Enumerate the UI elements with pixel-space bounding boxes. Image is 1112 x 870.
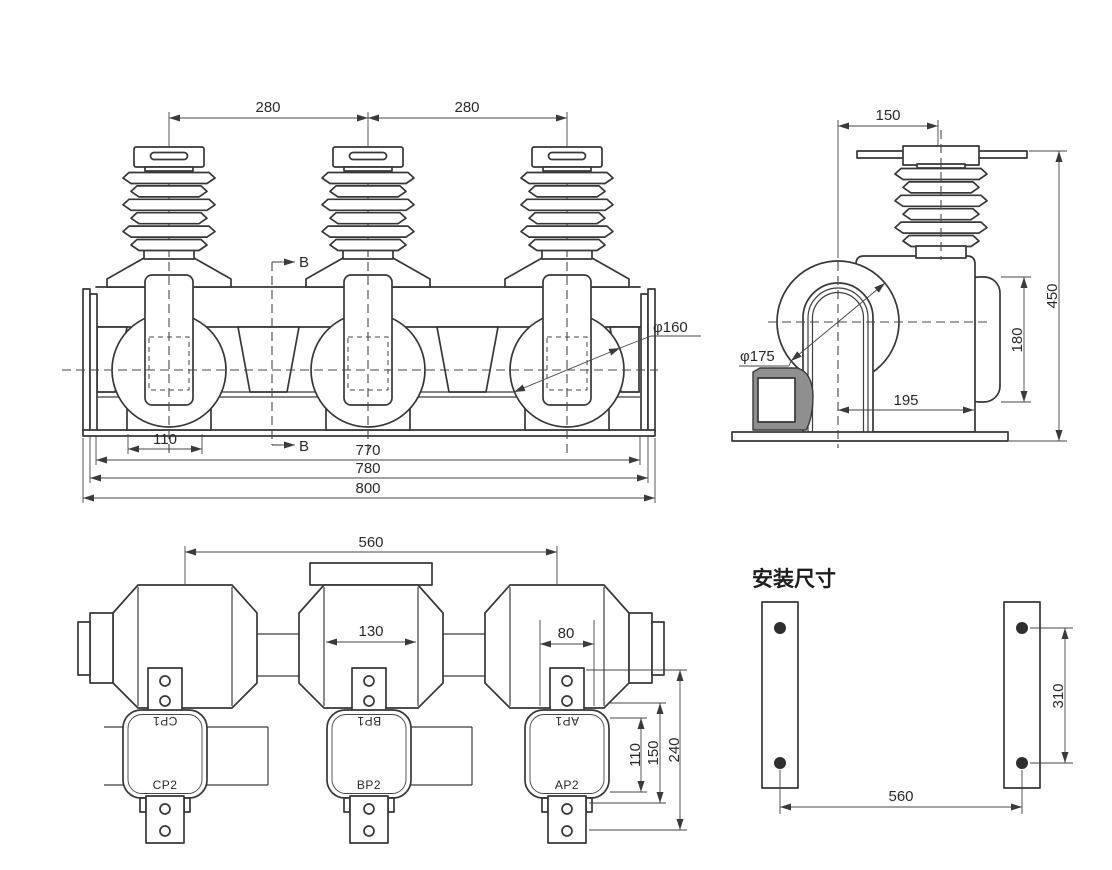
dimension-240-vertical: 240 <box>586 669 687 831</box>
dim-text: 180 <box>1009 327 1026 352</box>
dim-text: 280 <box>255 99 280 116</box>
dimension-310: 310 <box>1030 627 1073 764</box>
terminal-label: CP2 <box>153 778 178 792</box>
side-view: 150 450 180 195 φ175 <box>731 107 1067 448</box>
dim-text: 130 <box>358 623 383 640</box>
support-web <box>237 326 300 393</box>
diameter-callout-175: φ175 <box>739 282 886 367</box>
right-end-cap <box>640 293 649 433</box>
plan-unit-c <box>112 584 258 709</box>
dimension-560-span: 560 <box>184 534 558 584</box>
plan-view: CP1 CP2 BP1 BP2 AP1 AP2 560 130 80 110 <box>77 534 687 844</box>
dim-text: 150 <box>875 107 900 124</box>
install-view: 安装尺寸 310 560 <box>752 567 1073 814</box>
dimension-800: 800 <box>82 438 656 503</box>
dim-text: 150 <box>645 740 662 765</box>
diameter-callout-160: φ160 <box>513 319 701 393</box>
left-end-cap <box>82 288 91 433</box>
middle-flange <box>309 562 433 586</box>
bushing-cap <box>531 146 603 172</box>
left-end-cap <box>89 293 98 433</box>
terminal-label: AP2 <box>555 778 579 792</box>
dim-text: 800 <box>355 480 380 497</box>
dimension-560-install: 560 <box>779 770 1023 814</box>
right-end-ring <box>628 612 653 684</box>
side-base-plate <box>731 431 1009 442</box>
dim-text: 195 <box>893 392 918 409</box>
left-end-ring-outer <box>77 621 91 676</box>
terminal-bracket-window <box>757 377 796 423</box>
terminal-label: BP2 <box>357 778 381 792</box>
dimension-110-vertical: 110 <box>610 717 647 793</box>
section-line-bb: B B <box>271 254 309 455</box>
dim-text: 280 <box>454 99 479 116</box>
section-label-top: B <box>299 254 309 271</box>
dim-text: 450 <box>1044 283 1061 308</box>
dim-text: φ160 <box>653 319 688 336</box>
dimension-280-right: 280 <box>368 99 567 122</box>
dimension-80: 80 <box>539 620 595 706</box>
install-title: 安装尺寸 <box>752 567 836 591</box>
dimension-195: 195 <box>838 392 974 414</box>
terminal-label: AP1 <box>555 714 579 728</box>
dimension-110: 110 <box>127 431 203 454</box>
right-end-cap <box>647 288 656 433</box>
dim-text: 110 <box>153 431 177 448</box>
dim-text: 770 <box>355 442 380 459</box>
right-end-ring-outer <box>651 621 665 676</box>
dim-text: φ175 <box>740 348 775 365</box>
dim-text: 780 <box>355 460 380 477</box>
front-view: B B 280 280 φ160 110 <box>62 99 701 503</box>
dim-text: 310 <box>1050 683 1067 708</box>
dimension-150-vertical: 150 <box>589 702 666 804</box>
mounting-channel <box>104 726 473 786</box>
terminal-label: CP1 <box>153 714 178 728</box>
dimension-150: 150 <box>837 107 939 258</box>
dim-text: 240 <box>666 737 683 762</box>
bushing-cap <box>332 146 404 172</box>
dimension-450: 450 <box>1009 150 1067 442</box>
left-end-ring <box>89 612 114 684</box>
section-label-bottom: B <box>299 438 309 455</box>
terminal-label: BP1 <box>357 714 381 728</box>
dim-text: 560 <box>358 534 383 551</box>
dimension-770: 770 <box>95 436 641 465</box>
mounting-plate-right <box>1003 601 1041 789</box>
dim-text: 110 <box>627 743 644 767</box>
dimension-280-left: 280 <box>169 99 368 122</box>
dimension-130: 130 <box>326 623 416 646</box>
bushing-cap <box>133 146 205 172</box>
dimension-780: 780 <box>89 436 649 483</box>
mounting-plate-left <box>761 601 799 789</box>
support-web <box>436 326 499 393</box>
dimension-180: 180 <box>1001 276 1031 403</box>
dim-text: 80 <box>558 625 575 642</box>
dim-text: 560 <box>888 788 913 805</box>
